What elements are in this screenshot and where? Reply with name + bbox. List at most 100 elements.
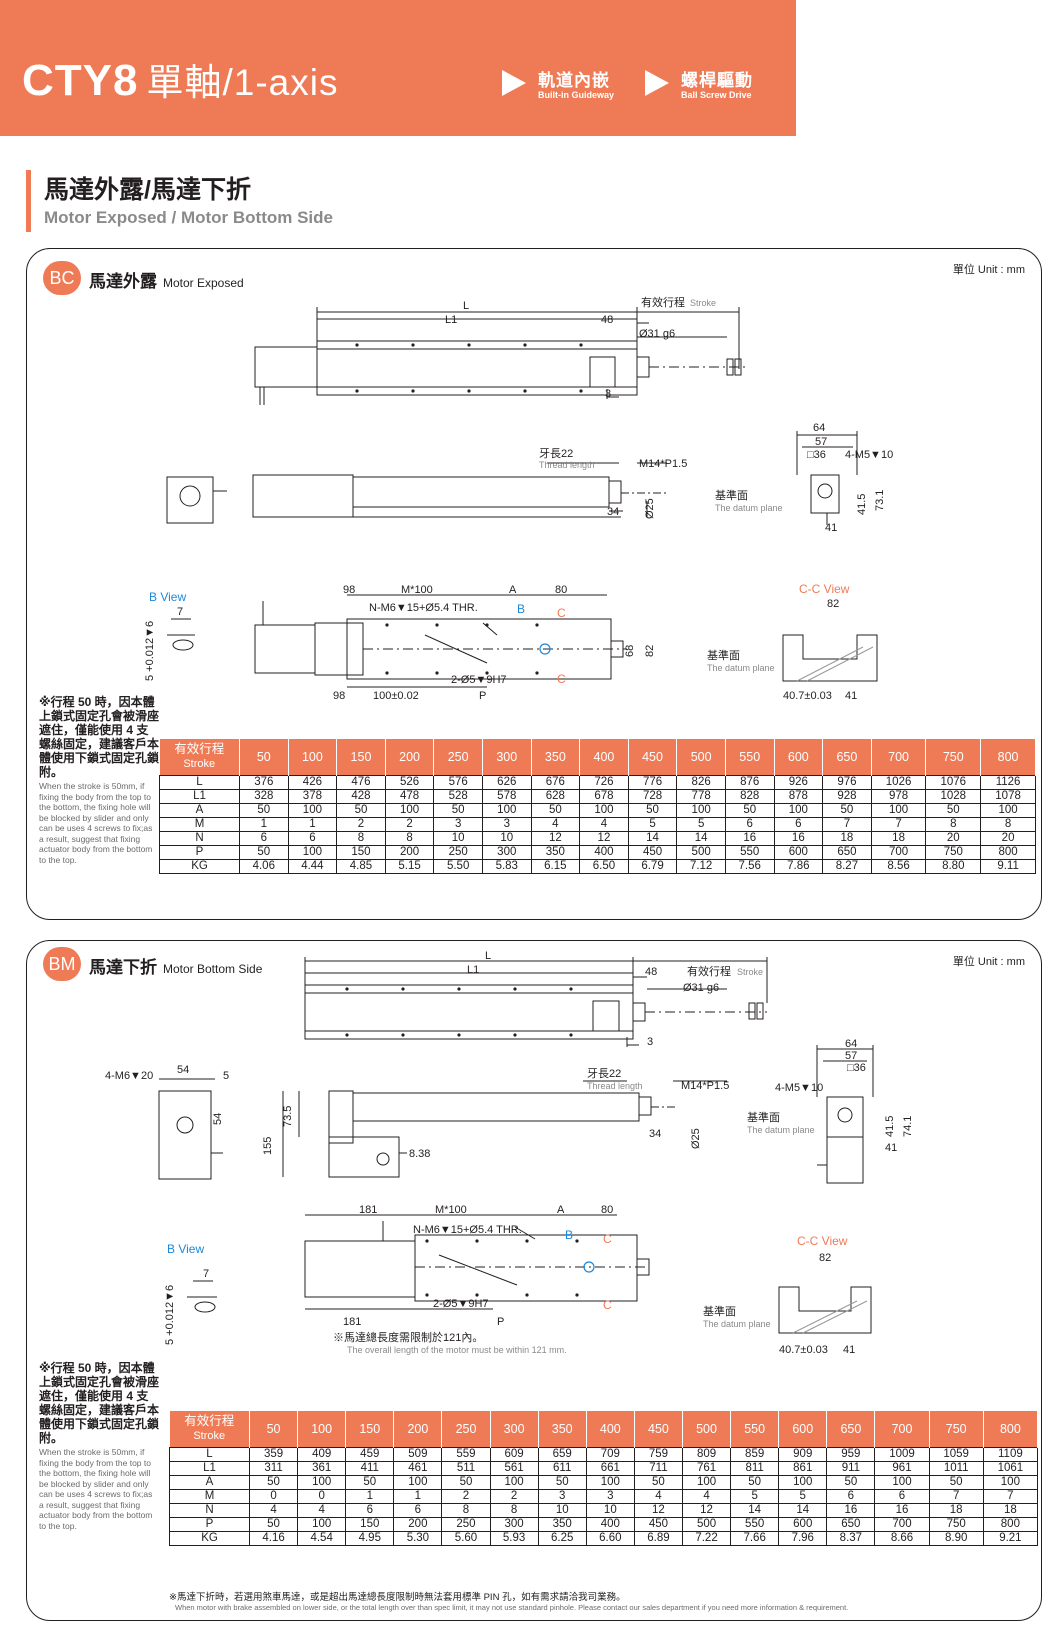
top-view — [304, 957, 768, 1047]
table-cell: 678 — [579, 788, 629, 804]
table-cell: 100 — [982, 1474, 1039, 1490]
table-cell: 6 — [874, 1488, 930, 1504]
table-header-stroke-400: 400 — [586, 1411, 635, 1447]
section-title-en: Motor Exposed / Motor Bottom Side — [44, 208, 333, 227]
table-cell: 450 — [633, 1516, 683, 1532]
table-cell: 628 — [530, 788, 581, 804]
dim-L: L — [485, 950, 491, 962]
table-cell: 2 — [384, 816, 435, 832]
dim-41-5: 41.5 — [884, 1116, 896, 1137]
table-cell: 878 — [773, 788, 824, 804]
cc-datum: 基準面 — [707, 648, 740, 662]
table-cell: 7.66 — [730, 1530, 780, 1546]
table-cell: 50 — [433, 802, 483, 818]
table-cell: 50 — [345, 1474, 395, 1490]
b-view-5: 5 +0.012▼6 — [144, 621, 156, 681]
table-cell: 800 — [980, 844, 1036, 860]
dim-100-002: 100±0.02 — [373, 690, 419, 702]
table-cell: 361 — [297, 1460, 347, 1476]
table-cell: 450 — [627, 844, 678, 860]
table-cell: 6 — [287, 830, 338, 846]
arrow-right-icon — [502, 70, 526, 96]
table-cell: 50 — [441, 1474, 491, 1490]
dim-m14: M14*P1.5 — [681, 1080, 729, 1092]
arrow-right-icon — [645, 70, 669, 96]
table-cell: 378 — [287, 788, 338, 804]
cc-40-7: 40.7±0.03 — [783, 690, 832, 702]
row-header: A — [159, 802, 240, 818]
table-cell: 961 — [874, 1460, 930, 1476]
table-cell: 50 — [826, 1474, 876, 1490]
table-cell: 300 — [481, 844, 532, 860]
table-cell: 5 — [627, 816, 678, 832]
table-header-stroke-700: 700 — [874, 1411, 930, 1447]
table-cell: 928 — [822, 788, 872, 804]
table-cell: 4 — [530, 816, 581, 832]
row-header: L — [169, 1446, 250, 1462]
table-cell: 700 — [874, 1516, 930, 1532]
table-cell: 4.44 — [287, 858, 338, 874]
table-cell: 4.16 — [248, 1530, 299, 1546]
table-cell: 859 — [730, 1446, 780, 1462]
dim-73-5: 73.5 — [282, 1106, 294, 1127]
table-cell: 709 — [585, 1446, 635, 1462]
table-cell: 4.06 — [239, 858, 289, 874]
table-cell: 4 — [248, 1502, 299, 1518]
table-cell: 16 — [773, 830, 824, 846]
table-cell: 100 — [393, 1474, 443, 1490]
table-cell: 200 — [384, 844, 435, 860]
dim-3: 3 — [605, 388, 611, 400]
dim-98-b: 98 — [333, 690, 345, 702]
dim-nm6: N-M6▼15+Ø5.4 THR. — [413, 1224, 522, 1236]
stroke-label: 有效行程 — [687, 964, 731, 978]
table-cell: 2 — [336, 816, 386, 832]
table-cell: 511 — [441, 1460, 491, 1476]
datum-label: 基準面 — [715, 488, 748, 502]
cc-view-title: C-C View — [797, 1234, 848, 1248]
table-cell: 711 — [633, 1460, 683, 1476]
table-header-stroke-800: 800 — [983, 1411, 1039, 1447]
table-cell: 609 — [489, 1446, 539, 1462]
table-cell: 500 — [681, 1516, 732, 1532]
dim-m14: M14*P1.5 — [639, 458, 687, 470]
table-cell: 8 — [441, 1502, 491, 1518]
table-cell: 18 — [870, 830, 927, 846]
dim-d25: Ø25 — [644, 498, 656, 519]
table-cell: 10 — [433, 830, 483, 846]
dim-155: 155 — [262, 1137, 274, 1155]
label-B: B — [565, 1228, 573, 1242]
table-header-stroke-200: 200 — [385, 739, 435, 775]
table-cell: 8 — [980, 816, 1036, 832]
table-cell: 750 — [925, 844, 982, 860]
table-cell: 14 — [730, 1502, 780, 1518]
dim-m5: 4-M5▼10 — [845, 449, 893, 461]
table-cell: 200 — [393, 1516, 443, 1532]
table-cell: 5 — [676, 816, 726, 832]
table-cell: 5.93 — [489, 1530, 539, 1546]
table-cell: 626 — [481, 774, 532, 790]
table-cell: 100 — [287, 844, 338, 860]
table-header-stroke-250: 250 — [441, 1411, 491, 1447]
table-cell: 50 — [239, 802, 289, 818]
table-cell: 16 — [826, 1502, 876, 1518]
table-header-stroke-250: 250 — [433, 739, 483, 775]
table-cell: 100 — [585, 1474, 635, 1490]
dim-80: 80 — [601, 1204, 613, 1216]
dim-P: P — [497, 1316, 504, 1328]
dim-A: A — [509, 584, 517, 596]
datum-label: 基準面 — [747, 1110, 780, 1124]
table-cell: 9.21 — [982, 1530, 1039, 1546]
table-cell: 5.15 — [384, 858, 435, 874]
table-cell: 350 — [530, 844, 581, 860]
tag-ballscrew-zh: 螺桿驅動 — [681, 71, 753, 90]
table-header-stroke-150: 150 — [345, 1411, 395, 1447]
row-header: M — [169, 1488, 250, 1504]
table-header-stroke-300: 300 — [482, 739, 532, 775]
table-cell: 4.85 — [336, 858, 386, 874]
